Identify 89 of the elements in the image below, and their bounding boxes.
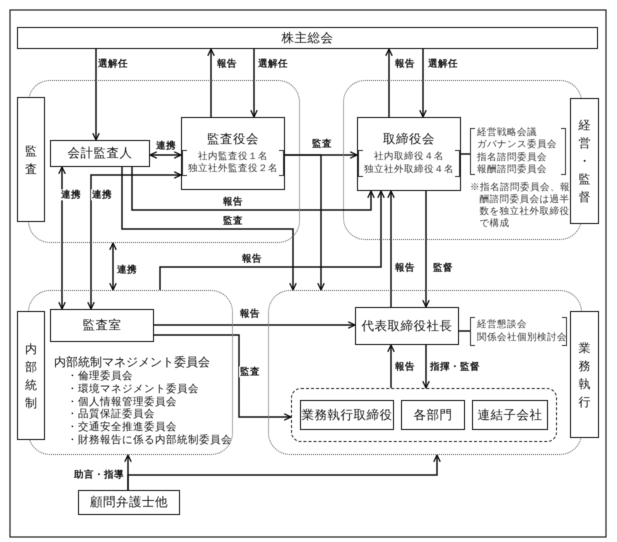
edge-label: 指揮・監督 (429, 361, 481, 373)
committee-item: ・倫理委員会 (67, 371, 134, 383)
edge-label: 監査 (222, 215, 244, 227)
arrow (121, 167, 297, 291)
edge-label: 報告 (394, 262, 416, 274)
arrow (285, 154, 325, 291)
edge-label: 報告 (216, 58, 238, 70)
arrow (159, 190, 385, 290)
list-item: ガバナンス委員会 (477, 139, 557, 152)
connector-line (459, 330, 470, 332)
edge-label: 報告 (394, 58, 416, 70)
process-box (472, 400, 548, 430)
board-box (181, 117, 285, 190)
note-text: ※指名諮問委員会、報酬諮問委員会は過半数を独立社外取締役で構成 (470, 183, 571, 230)
edge-label: 選解任 (97, 58, 129, 70)
arrow (58, 166, 66, 310)
edge-label: 助言・指導 (73, 469, 125, 481)
side-label-box (570, 311, 599, 438)
process-box (17, 27, 598, 49)
arrow (387, 190, 395, 307)
edge-label: 報告 (239, 308, 261, 320)
edge-label: 連携 (91, 189, 113, 201)
list-item: 指名諮問委員会 (477, 152, 547, 164)
node-label: 代表取締役社長 (362, 318, 452, 334)
node-label: 業務執行取締役 (302, 406, 392, 424)
arrow (87, 171, 182, 310)
board-box (357, 117, 461, 191)
edge-label: 報告 (241, 253, 263, 265)
committee-item: ・個人情報管理委員会 (67, 396, 178, 408)
arrow (419, 49, 427, 118)
side-label-box (17, 311, 45, 440)
list-item: 報酬諮問委員会 (477, 164, 547, 176)
arrow (154, 321, 356, 329)
node-label: 株主総会 (282, 30, 334, 46)
side-label-box (17, 97, 45, 222)
process-box (50, 140, 150, 167)
committee-item: ・環境マネジメント委員会 (67, 384, 200, 396)
node-label: 会計監査人 (68, 145, 132, 162)
process-box (50, 309, 154, 342)
edge-label: 報告 (222, 196, 244, 208)
list-item: 経営戦略会議 (477, 126, 537, 139)
arrow (92, 49, 100, 141)
arrow (149, 151, 182, 159)
side-label: 監査 (25, 142, 37, 178)
edge-label: 監督 (432, 262, 454, 274)
arrow (387, 344, 395, 388)
node-text: 独立社外監査役２名 (188, 163, 278, 176)
arrow (422, 191, 430, 308)
arrow (154, 334, 292, 421)
process-box (78, 490, 180, 515)
committee-item: ・交通安全推進委員会 (67, 422, 178, 434)
arrow (131, 167, 375, 211)
arrow (385, 48, 393, 117)
arrow (127, 454, 441, 490)
edge-label: 連携 (116, 264, 138, 276)
dashed-group-region (291, 388, 557, 442)
list-item: 経営懇談会 (477, 319, 527, 332)
process-box (401, 400, 465, 430)
connector-line (461, 153, 470, 155)
node-text: 社内監査役１名 (198, 150, 268, 163)
arrow (250, 49, 258, 118)
edge-label: 監査 (311, 138, 333, 150)
arrow (422, 345, 430, 389)
node-label: 監査室 (82, 317, 122, 334)
side-label: 経営・監督 (578, 117, 590, 206)
committee-item: ・財務報告に係る内部統制委員会 (67, 434, 232, 448)
side-label-box (570, 98, 599, 224)
edge-label: 選解任 (257, 58, 289, 70)
node-text: 独立社外取締役４名 (364, 164, 454, 176)
process-box (355, 307, 459, 345)
edge-label: 報告 (394, 361, 416, 373)
edge-label: 監査 (239, 366, 261, 378)
side-label: 内部統制 (25, 340, 37, 412)
list-item: 関係会社個別検討会 (477, 332, 567, 344)
arrow (207, 48, 215, 117)
node-title: 取締役会 (383, 131, 435, 148)
node-label: 連結子会社 (478, 406, 542, 424)
side-label: 業務執行 (578, 340, 590, 410)
edge-label: 連携 (60, 189, 82, 201)
committee-item: ・品質保証委員会 (67, 409, 156, 421)
node-text: 社内取締役４名 (374, 151, 444, 164)
edge-label: 選解任 (427, 58, 459, 70)
edge-label: 連携 (155, 140, 177, 152)
node-label: 顧問弁護士他 (90, 494, 168, 511)
committee-heading: 内部統制マネジメント委員会 (54, 354, 211, 370)
node-title: 監査役会 (207, 130, 259, 148)
node-label: 各部門 (414, 406, 452, 424)
arrow (109, 242, 117, 291)
process-box (300, 400, 394, 430)
